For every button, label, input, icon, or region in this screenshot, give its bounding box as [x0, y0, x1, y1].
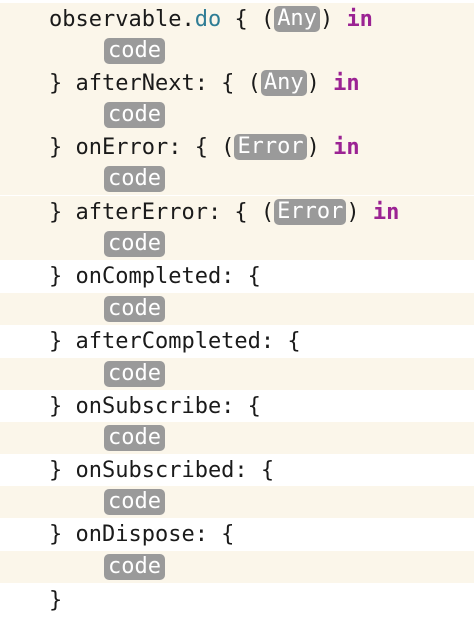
code-line-body: code	[0, 35, 474, 67]
in-keyword: in	[333, 134, 360, 160]
code-placeholder[interactable]: code	[104, 166, 165, 192]
code-close-paren: )	[346, 199, 373, 225]
code-line-onsubscribed: } onSubscribed: {	[0, 454, 474, 486]
code-placeholder[interactable]: code	[104, 231, 165, 257]
in-keyword: in	[333, 70, 360, 96]
code-placeholder[interactable]: code	[104, 38, 165, 64]
code-line-onsubscribe: } onSubscribe: {	[0, 390, 474, 422]
code-line-body: code	[0, 422, 474, 454]
code-placeholder[interactable]: code	[104, 296, 165, 322]
code-placeholder[interactable]: code	[104, 425, 165, 451]
handler-label: } onSubscribed: {	[49, 457, 275, 483]
code-line-ondispose: } onDispose: {	[0, 518, 474, 550]
handler-label: } onError: { (	[49, 134, 235, 160]
param-placeholder-any[interactable]: Any	[260, 70, 307, 96]
do-method: do	[194, 6, 222, 32]
param-placeholder-error[interactable]: Error	[274, 199, 347, 225]
code-close-paren: )	[319, 6, 334, 32]
code-line-body: code	[0, 358, 474, 390]
code-receiver: observable.	[49, 6, 195, 32]
code-line-onerror: } onError: { (Error) in	[0, 131, 474, 163]
code-line-do: observable.do { (Any) in	[0, 3, 474, 35]
code-line-body: code	[0, 486, 474, 518]
in-keyword: in	[346, 6, 373, 32]
code-placeholder[interactable]: code	[104, 489, 165, 515]
code-placeholder[interactable]: code	[104, 361, 165, 387]
handler-label: } afterNext: { (	[49, 70, 261, 96]
handler-label: } onDispose: {	[49, 521, 235, 547]
code-line-afternext: } afterNext: { (Any) in	[0, 67, 474, 99]
code-line-oncompleted: } onCompleted: {	[0, 260, 474, 292]
param-placeholder-any[interactable]: Any	[274, 6, 320, 32]
code-line-body: code	[0, 163, 474, 195]
handler-label: } onSubscribe: {	[49, 393, 261, 419]
code-open: { (	[221, 6, 275, 32]
code-line-closing: }	[0, 584, 474, 616]
in-keyword: in	[372, 199, 400, 225]
code-line-aftercompleted: } afterCompleted: {	[0, 325, 474, 357]
handler-label: } afterError: { (	[49, 199, 275, 225]
closing-brace: }	[49, 587, 63, 613]
code-placeholder[interactable]: code	[104, 554, 165, 580]
code-placeholder[interactable]: code	[104, 102, 165, 128]
code-line-body: code	[0, 551, 474, 583]
code-line-body: code	[0, 99, 474, 131]
handler-label: } onCompleted: {	[49, 263, 261, 289]
code-line-aftererror: } afterError: { (Error) in	[0, 196, 474, 228]
code-line-body: code	[0, 293, 474, 325]
handler-label: } afterCompleted: {	[49, 328, 301, 354]
code-close-paren: )	[306, 134, 334, 160]
code-line-body: code	[0, 228, 474, 260]
code-close-paren: )	[306, 70, 334, 96]
param-placeholder-error[interactable]: Error	[234, 134, 307, 160]
